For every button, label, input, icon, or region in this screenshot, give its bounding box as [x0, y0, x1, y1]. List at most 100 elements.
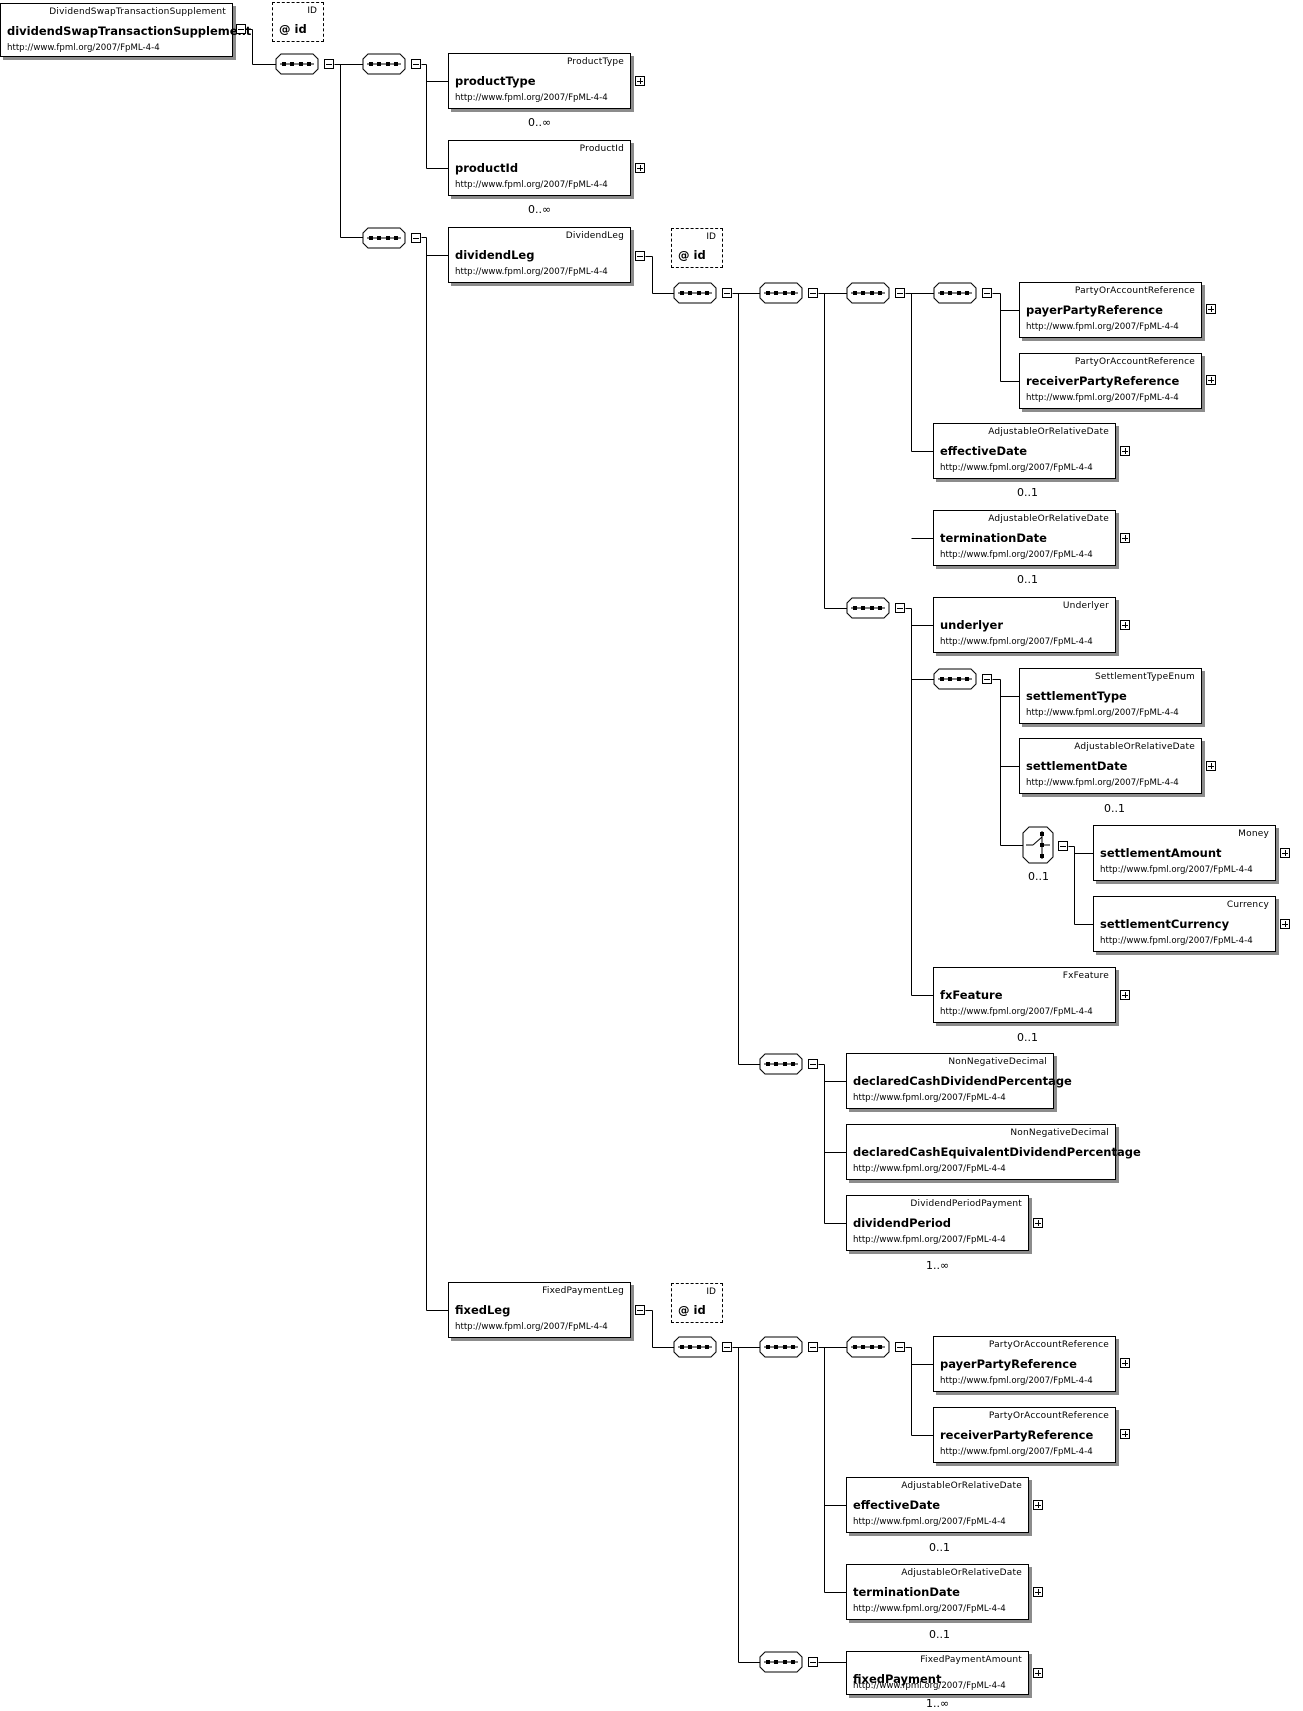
collapse-icon[interactable] — [808, 288, 818, 298]
cardinality-label: 1..∞ — [926, 1697, 950, 1710]
element-type: Underlyer — [1062, 601, 1109, 611]
element-type: ProductId — [579, 144, 624, 154]
element-fixedPayment[interactable]: FixedPaymentAmount fixedPayment http://w… — [846, 1651, 1029, 1695]
sequence-compositor[interactable] — [846, 1336, 890, 1358]
element-terminationDate[interactable]: AdjustableOrRelativeDate terminationDate… — [846, 1564, 1029, 1620]
collapse-icon[interactable] — [895, 603, 905, 613]
sequence-compositor[interactable] — [759, 1651, 803, 1673]
collapse-icon[interactable] — [808, 1342, 818, 1352]
element-namespace: http://www.fpml.org/2007/FpML-4-4 — [853, 1235, 1006, 1245]
expand-icon[interactable] — [1120, 620, 1130, 630]
expand-icon[interactable] — [1280, 848, 1290, 858]
expand-icon[interactable] — [635, 163, 645, 173]
expand-icon[interactable] — [1206, 375, 1216, 385]
element-settlementType[interactable]: SettlementTypeEnum settlementType http:/… — [1019, 668, 1202, 724]
collapse-icon[interactable] — [895, 1342, 905, 1352]
expand-icon[interactable] — [1033, 1500, 1043, 1510]
element-namespace: http://www.fpml.org/2007/FpML-4-4 — [455, 93, 608, 103]
expand-icon[interactable] — [1280, 919, 1290, 929]
expand-icon[interactable] — [1206, 761, 1216, 771]
element-namespace: http://www.fpml.org/2007/FpML-4-4 — [7, 43, 160, 53]
sequence-compositor[interactable] — [933, 282, 977, 304]
sequence-compositor[interactable] — [673, 282, 717, 304]
expand-icon[interactable] — [1120, 533, 1130, 543]
element-type: PartyOrAccountReference — [988, 1411, 1109, 1421]
collapse-icon[interactable] — [808, 1059, 818, 1069]
element-fixedLeg[interactable]: FixedPaymentLeg fixedLeg http://www.fpml… — [448, 1282, 631, 1338]
element-underlyer[interactable]: Underlyer underlyer http://www.fpml.org/… — [933, 597, 1116, 653]
element-dividendLeg[interactable]: DividendLeg dividendLeg http://www.fpml.… — [448, 227, 631, 283]
element-namespace: http://www.fpml.org/2007/FpML-4-4 — [455, 180, 608, 190]
sequence-compositor[interactable] — [673, 1336, 717, 1358]
element-namespace: http://www.fpml.org/2007/FpML-4-4 — [455, 267, 608, 277]
element-type: FixedPaymentLeg — [542, 1286, 624, 1296]
element-type: AdjustableOrRelativeDate — [901, 1568, 1022, 1578]
attribute-id: ID @ id — [671, 228, 723, 268]
sequence-compositor[interactable] — [846, 282, 890, 304]
expand-icon[interactable] — [1120, 990, 1130, 1000]
sequence-compositor[interactable] — [759, 1336, 803, 1358]
sequence-compositor[interactable] — [275, 53, 319, 75]
collapse-icon[interactable] — [722, 1342, 732, 1352]
element-type: PartyOrAccountReference — [1074, 286, 1195, 296]
element-settlementDate[interactable]: AdjustableOrRelativeDate settlementDate … — [1019, 738, 1202, 794]
collapse-icon[interactable] — [324, 59, 334, 69]
element-namespace: http://www.fpml.org/2007/FpML-4-4 — [940, 1447, 1093, 1457]
expand-icon[interactable] — [1033, 1587, 1043, 1597]
element-receiverPartyReference[interactable]: PartyOrAccountReference receiverPartyRef… — [933, 1407, 1116, 1463]
sequence-compositor[interactable] — [759, 282, 803, 304]
element-fxFeature[interactable]: FxFeature fxFeature http://www.fpml.org/… — [933, 967, 1116, 1023]
expand-icon[interactable] — [1120, 1429, 1130, 1439]
collapse-icon[interactable] — [982, 288, 992, 298]
element-settlementAmount[interactable]: Money settlementAmount http://www.fpml.o… — [1093, 825, 1276, 881]
element-dividendSwapTransactionSupplement[interactable]: DividendSwapTransactionSupplement divide… — [0, 3, 251, 57]
element-name: terminationDate — [940, 531, 1047, 545]
cardinality-label: 1..∞ — [926, 1259, 950, 1272]
attribute-id: ID @ id — [272, 2, 324, 42]
element-declaredCashDividendPercentage[interactable]: NonNegativeDecimal declaredCashDividendP… — [846, 1053, 1072, 1109]
expand-icon[interactable] — [1120, 1358, 1130, 1368]
expand-icon[interactable] — [635, 76, 645, 86]
element-name: declaredCashEquivalentDividendPercentage — [853, 1145, 1141, 1159]
choice-compositor[interactable] — [1022, 826, 1054, 864]
element-receiverPartyReference[interactable]: PartyOrAccountReference receiverPartyRef… — [1019, 353, 1202, 409]
element-declaredCashEquivalentDividendPercentage[interactable]: NonNegativeDecimal declaredCashEquivalen… — [846, 1124, 1141, 1180]
cardinality-label: 0..1 — [1017, 486, 1038, 499]
collapse-icon[interactable] — [411, 233, 421, 243]
element-productId[interactable]: ProductId productId http://www.fpml.org/… — [448, 140, 631, 196]
sequence-compositor[interactable] — [933, 668, 977, 690]
element-type: AdjustableOrRelativeDate — [901, 1481, 1022, 1491]
element-name: payerPartyReference — [940, 1357, 1077, 1371]
sequence-compositor[interactable] — [759, 1053, 803, 1075]
element-settlementCurrency[interactable]: Currency settlementCurrency http://www.f… — [1093, 896, 1276, 952]
element-type: ProductType — [566, 57, 624, 67]
element-type: DividendSwapTransactionSupplement — [49, 7, 226, 17]
collapse-icon[interactable] — [236, 24, 246, 34]
collapse-icon[interactable] — [808, 1657, 818, 1667]
collapse-icon[interactable] — [635, 251, 645, 261]
collapse-icon[interactable] — [635, 1305, 645, 1315]
element-dividendPeriod[interactable]: DividendPeriodPayment dividendPeriod htt… — [846, 1195, 1029, 1251]
element-effectiveDate[interactable]: AdjustableOrRelativeDate effectiveDate h… — [846, 1477, 1029, 1533]
element-terminationDate[interactable]: AdjustableOrRelativeDate terminationDate… — [933, 510, 1116, 566]
expand-icon[interactable] — [1033, 1218, 1043, 1228]
expand-icon[interactable] — [1120, 446, 1130, 456]
element-type: NonNegativeDecimal — [948, 1057, 1047, 1067]
collapse-icon[interactable] — [982, 674, 992, 684]
expand-icon[interactable] — [1033, 1668, 1043, 1678]
sequence-compositor[interactable] — [846, 597, 890, 619]
sequence-compositor[interactable] — [362, 227, 406, 249]
element-effectiveDate[interactable]: AdjustableOrRelativeDate effectiveDate h… — [933, 423, 1116, 479]
collapse-icon[interactable] — [1058, 841, 1068, 851]
collapse-icon[interactable] — [411, 59, 421, 69]
element-payerPartyReference[interactable]: PartyOrAccountReference payerPartyRefere… — [933, 1336, 1116, 1392]
element-type: FixedPaymentAmount — [920, 1655, 1022, 1665]
element-productType[interactable]: ProductType productType http://www.fpml.… — [448, 53, 631, 109]
element-payerPartyReference[interactable]: PartyOrAccountReference payerPartyRefere… — [1019, 282, 1202, 338]
sequence-compositor[interactable] — [362, 53, 406, 75]
collapse-icon[interactable] — [722, 288, 732, 298]
expand-icon[interactable] — [1206, 304, 1216, 314]
element-name: dividendSwapTransactionSupplement — [7, 24, 252, 38]
cardinality-label: 0..1 — [1028, 870, 1049, 883]
collapse-icon[interactable] — [895, 288, 905, 298]
